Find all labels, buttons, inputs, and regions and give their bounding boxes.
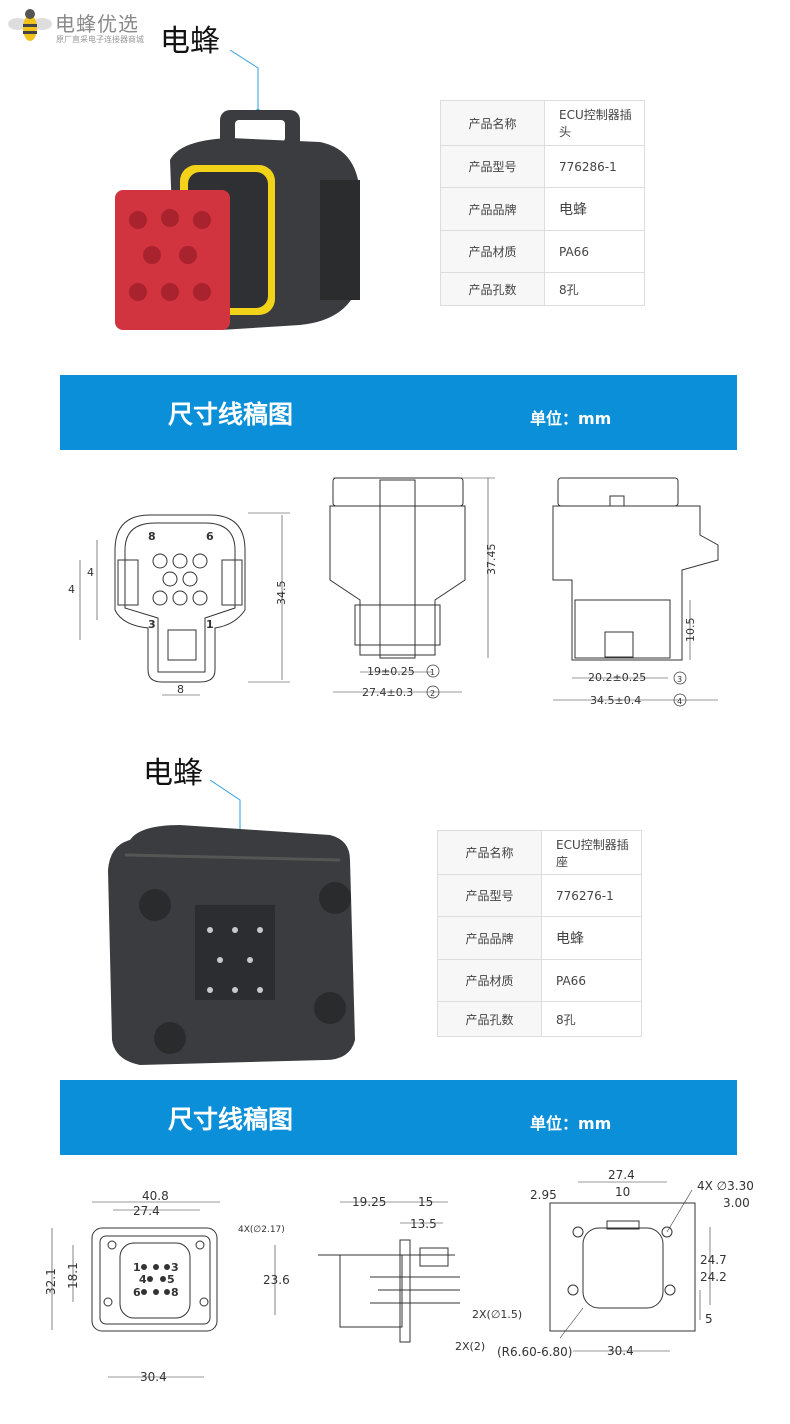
socket-front-view: 1 3 4 5 6 8 40.8 27.4 4X(∅2.17) 32.1 18.… <box>44 1189 290 1384</box>
dim-label: 24.2 <box>700 1270 727 1284</box>
pin-label: 1 <box>133 1261 141 1274</box>
plug-rear-view: 20.2±0.25 34.5±0.4 10.5 3 4 <box>552 477 719 707</box>
dim-label: 4X ∅3.30 <box>697 1179 754 1193</box>
dim-label: 13.5 <box>410 1217 437 1231</box>
dim-label: (R6.60-6.80) <box>497 1345 572 1359</box>
socket-side-view: 19.25 15 13.5 2X(∅1.5) 2X(2) <box>318 1195 522 1353</box>
pin-label: 8 <box>171 1286 179 1299</box>
callout: 2 <box>430 689 435 698</box>
pin-label: 8 <box>148 530 156 543</box>
dim-label: 19.25 <box>352 1195 386 1209</box>
dim-label: 19±0.25 <box>367 665 415 678</box>
pin-label: 5 <box>167 1273 175 1286</box>
dim-label: 10.5 <box>684 618 697 643</box>
dim-label: 23.6 <box>263 1273 290 1287</box>
brand-label: 电蜂 <box>160 24 220 59</box>
dim-label: 40.8 <box>142 1189 169 1203</box>
dim-label: 2X(∅1.5) <box>472 1308 522 1321</box>
dim-label: 4X(∅2.17) <box>238 1225 285 1235</box>
bee-logo-icon <box>8 9 52 41</box>
dim-label: 30.4 <box>607 1344 634 1358</box>
banner-unit: 单位：mm <box>530 409 612 428</box>
product-photo-socket <box>108 780 355 1065</box>
dim-label: 37.45 <box>485 544 498 576</box>
dim-label: 18.1 <box>66 1262 80 1289</box>
banner-title: 尺寸线稿图 <box>168 1105 294 1134</box>
socket-panel-cutout: 27.4 2.95 10 4X ∅3.30 3.00 24.7 24.2 5 (… <box>497 1168 754 1359</box>
dim-label: 15 <box>418 1195 433 1209</box>
table-row: 产品品牌电蜂 <box>440 187 645 231</box>
dim-label: 27.4 <box>608 1168 635 1182</box>
dimension-banner: 尺寸线稿图 单位：mm <box>60 1080 737 1155</box>
banner-unit: 单位：mm <box>530 1114 612 1133</box>
dim-label: 20.2±0.25 <box>588 671 646 684</box>
logo <box>8 6 52 50</box>
logo-name: 电蜂优选 <box>55 12 139 36</box>
dim-label: 5 <box>705 1312 713 1326</box>
callout: 4 <box>677 697 682 706</box>
product-photo-plug <box>115 50 360 330</box>
pin-label: 6 <box>133 1286 141 1299</box>
dim-label: 34.5 <box>275 581 288 606</box>
pin-label: 1 <box>206 618 214 631</box>
socket-dimension-drawings: 1 3 4 5 6 8 40.8 27.4 4X(∅2.17) 32.1 18.… <box>44 1168 754 1384</box>
callout: 3 <box>677 675 682 684</box>
dim-label: 30.4 <box>140 1370 167 1384</box>
banner-title: 尺寸线稿图 <box>168 400 294 429</box>
pin-label: 6 <box>206 530 214 543</box>
dim-label: 32.1 <box>44 1268 58 1295</box>
dim-label: 2X(2) <box>455 1340 485 1353</box>
callout: 1 <box>430 668 435 677</box>
plug-dimension-drawings: 8 6 3 1 4 4 34.5 8 19±0.25 27.4±0.3 37.4… <box>68 477 719 707</box>
dim-label: 34.5±0.4 <box>590 694 641 707</box>
dim-label: 4 <box>87 566 94 579</box>
dimension-banner: 尺寸线稿图 单位：mm <box>60 375 737 450</box>
pin-label: 4 <box>139 1273 147 1286</box>
dim-label: 24.7 <box>700 1253 727 1267</box>
plug-side-view: 19±0.25 27.4±0.3 37.45 1 2 <box>329 477 498 699</box>
brand-label: 电蜂 <box>143 756 203 791</box>
dim-label: 27.4 <box>133 1204 160 1218</box>
logo-tagline: 原厂直采电子连接器商城 <box>56 35 144 44</box>
pin-label: 3 <box>148 618 156 631</box>
table-row: 产品品牌电蜂 <box>437 916 642 960</box>
dim-label: 4 <box>68 583 75 596</box>
dim-label: 8 <box>177 683 184 696</box>
plug-front-view: 8 6 3 1 4 4 34.5 8 <box>68 512 290 696</box>
pin-label: 3 <box>171 1261 179 1274</box>
dim-label: 3.00 <box>723 1196 750 1210</box>
dim-label: 10 <box>615 1185 630 1199</box>
dim-label: 2.95 <box>530 1188 557 1202</box>
dim-label: 27.4±0.3 <box>362 686 413 699</box>
